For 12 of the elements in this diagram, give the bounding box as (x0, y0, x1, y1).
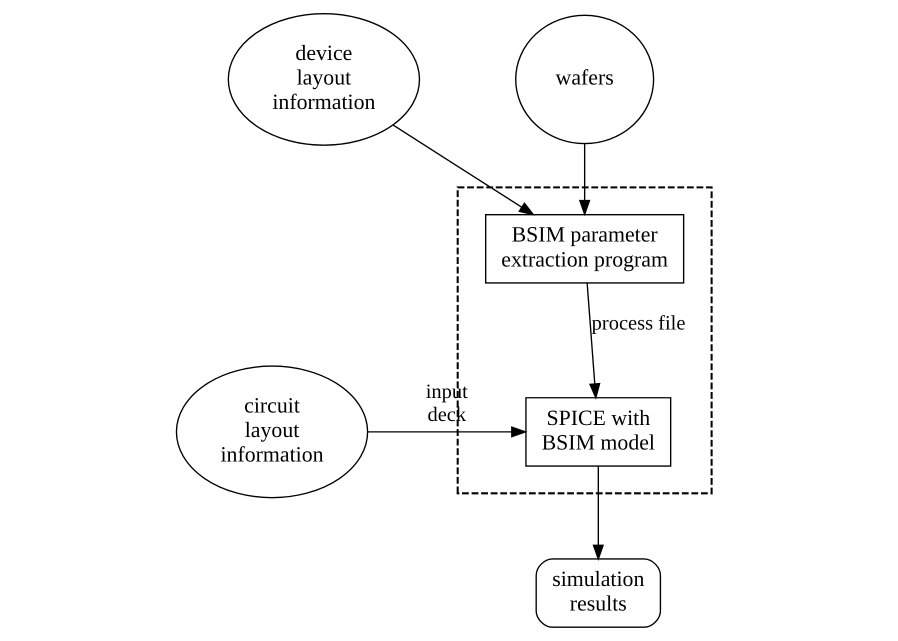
arrow (592, 466, 604, 561)
arrow (586, 283, 600, 400)
node-box: BSIM parameter extraction program (484, 214, 684, 284)
node-box: SPICE with BSIM model (524, 397, 671, 467)
node-box: simulation results (535, 558, 661, 628)
node-circle: wafers (514, 14, 654, 144)
arrow (392, 124, 535, 216)
edge-label: process file (591, 312, 685, 334)
node-ellipse: circuit layout information (175, 365, 368, 498)
node-ellipse: device layout information (227, 12, 420, 146)
arrow (578, 144, 590, 216)
arrow (367, 426, 528, 438)
